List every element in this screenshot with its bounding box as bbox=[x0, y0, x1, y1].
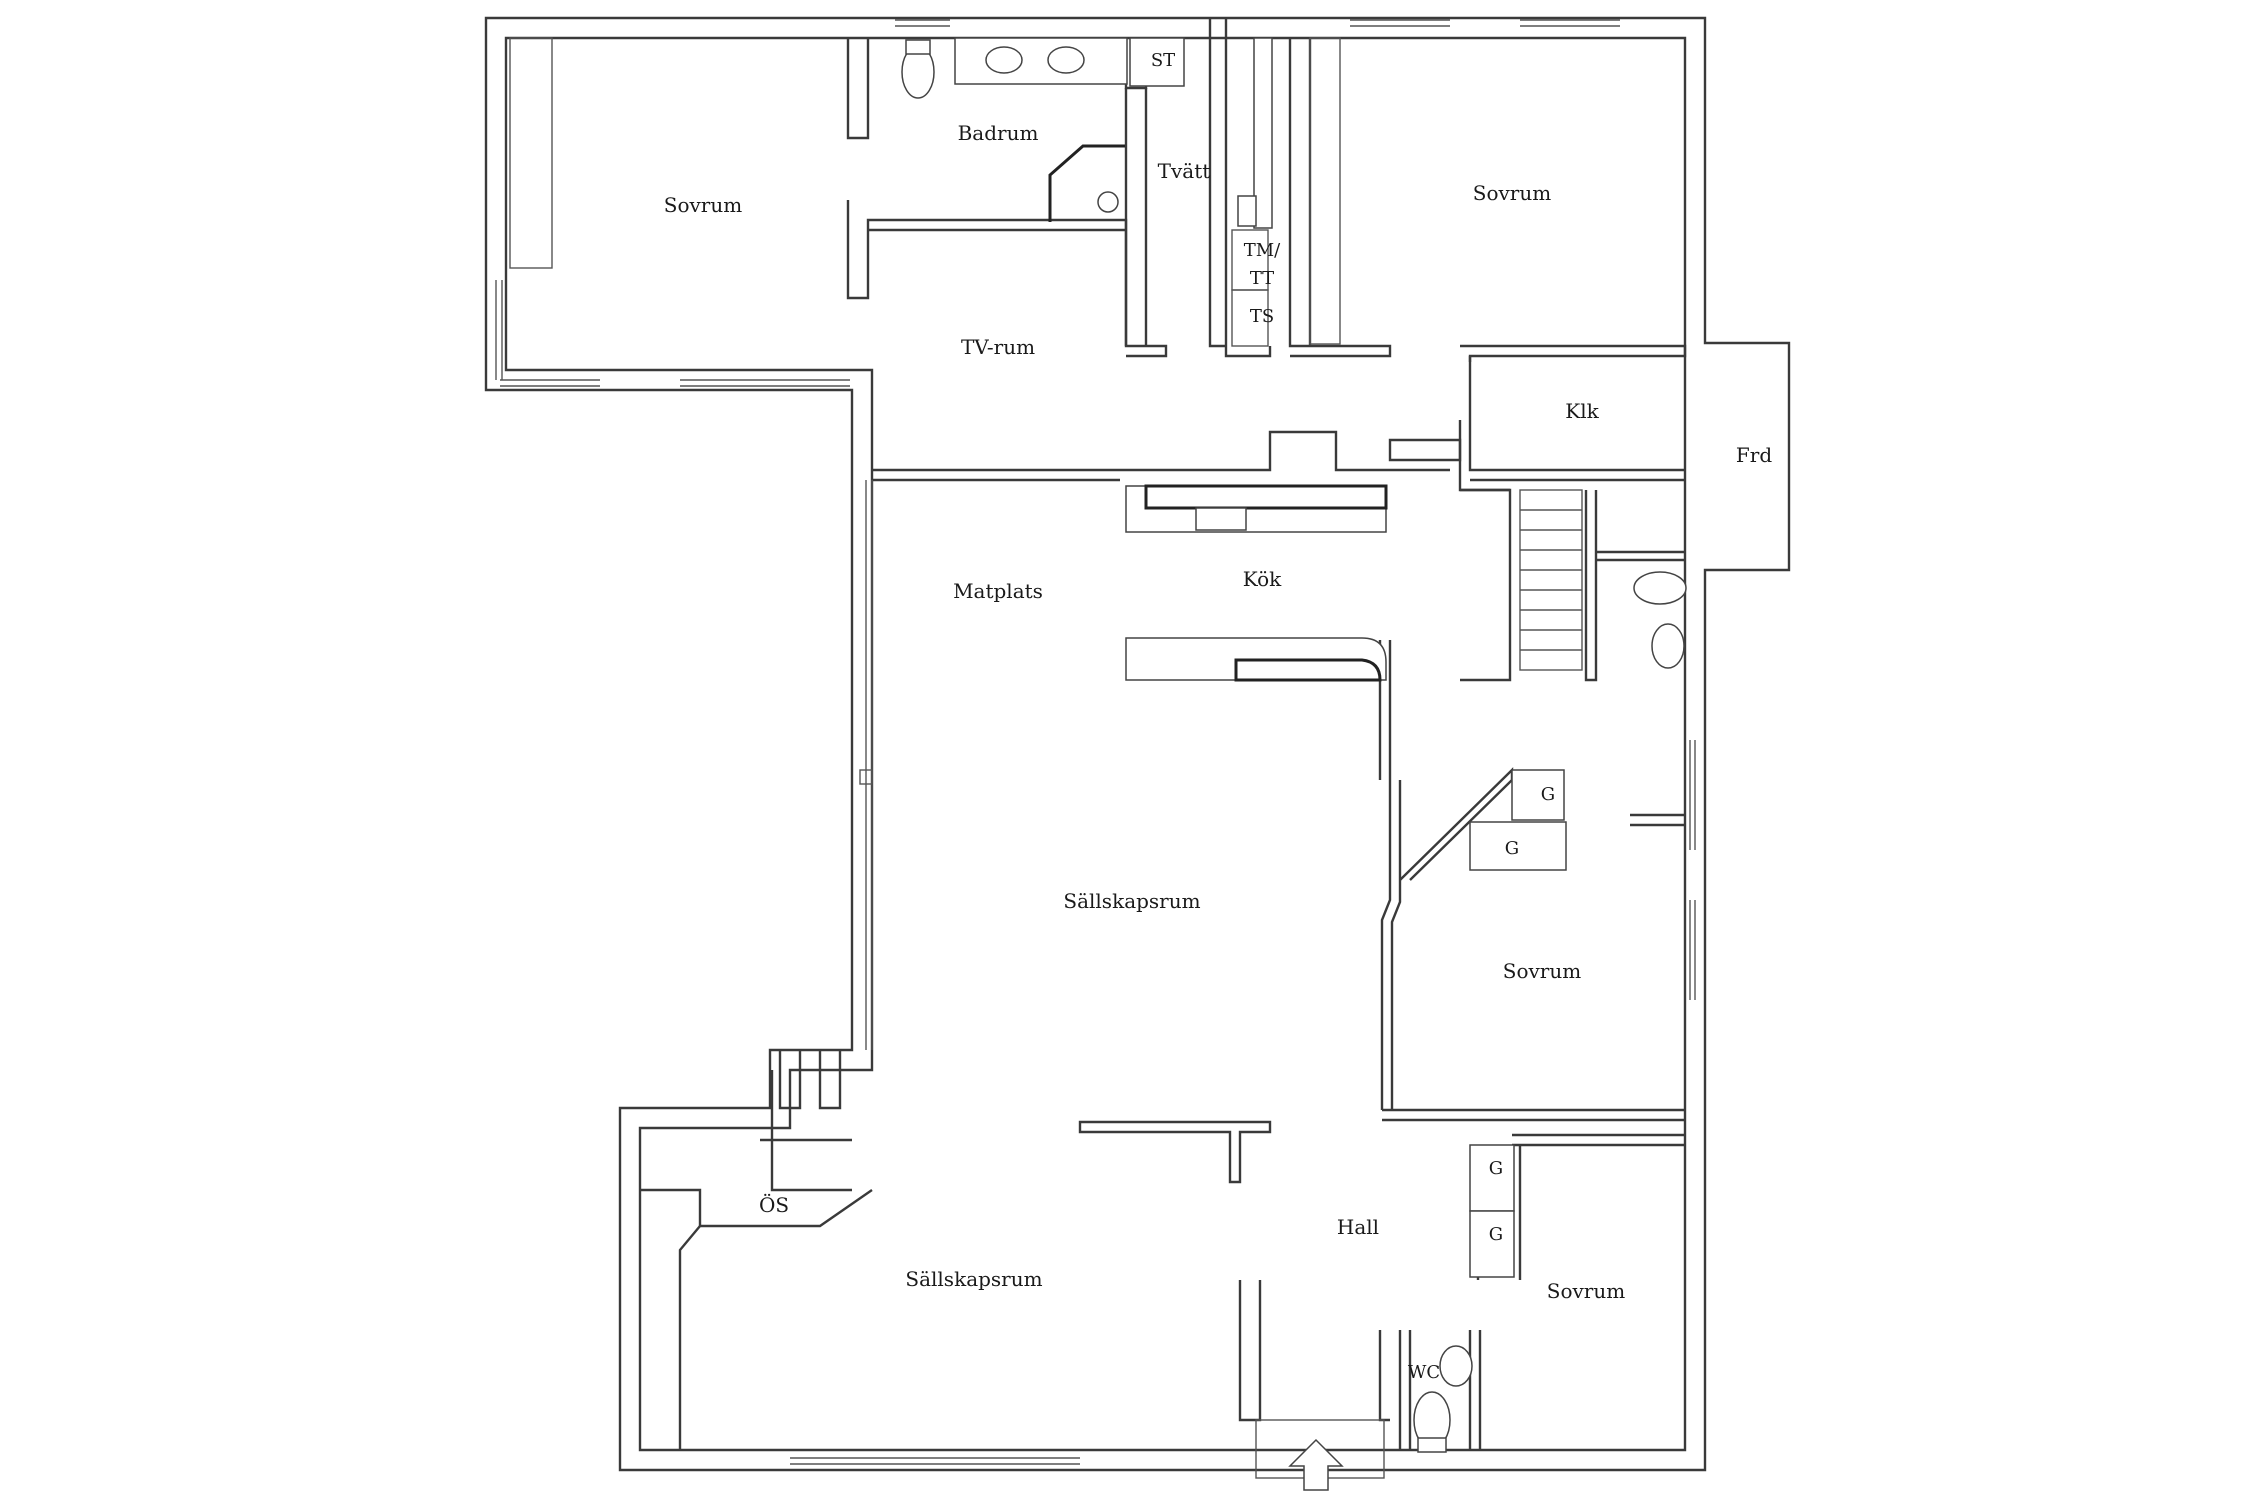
label-tvatt: Tvätt bbox=[1158, 159, 1211, 183]
label-garderob-2: G bbox=[1505, 838, 1519, 859]
label-ts: TS bbox=[1250, 306, 1274, 327]
label-sovrum-se: Sovrum bbox=[1547, 1279, 1625, 1303]
label-sovrum-ne: Sovrum bbox=[1473, 181, 1551, 205]
label-badrum: Badrum bbox=[958, 121, 1039, 145]
label-st: ST bbox=[1151, 50, 1175, 71]
label-sovrum-e: Sovrum bbox=[1503, 959, 1581, 983]
label-frd: Frd bbox=[1736, 443, 1772, 467]
wardrobes bbox=[509, 37, 1567, 1278]
label-sallskapsrum-2: Sällskapsrum bbox=[905, 1267, 1042, 1291]
label-hall: Hall bbox=[1337, 1215, 1379, 1239]
fixtures bbox=[901, 37, 1687, 1491]
label-tm-tt-line2: TT bbox=[1250, 268, 1274, 289]
label-tv-rum: TV-rum bbox=[961, 335, 1035, 359]
label-sallskapsrum-1: Sällskapsrum bbox=[1063, 889, 1200, 913]
label-matplats: Matplats bbox=[953, 579, 1043, 603]
label-tm-tt-line1: TM/ bbox=[1244, 240, 1281, 261]
room-labels: Sovrum Badrum ST Tvätt TM/ TT TS Sovrum … bbox=[664, 50, 1773, 1383]
label-os: ÖS bbox=[759, 1192, 789, 1217]
label-sovrum-nw: Sovrum bbox=[664, 193, 742, 217]
label-garderob-1: G bbox=[1541, 784, 1555, 805]
interior-walls bbox=[640, 18, 1687, 1479]
label-klk: Klk bbox=[1565, 399, 1599, 423]
label-wc: WC bbox=[1408, 1362, 1440, 1383]
label-garderob-4: G bbox=[1489, 1224, 1503, 1245]
outer-walls bbox=[484, 16, 1791, 1472]
windows bbox=[495, 19, 1696, 1465]
label-garderob-3: G bbox=[1489, 1158, 1503, 1179]
label-kok: Kök bbox=[1243, 567, 1282, 591]
